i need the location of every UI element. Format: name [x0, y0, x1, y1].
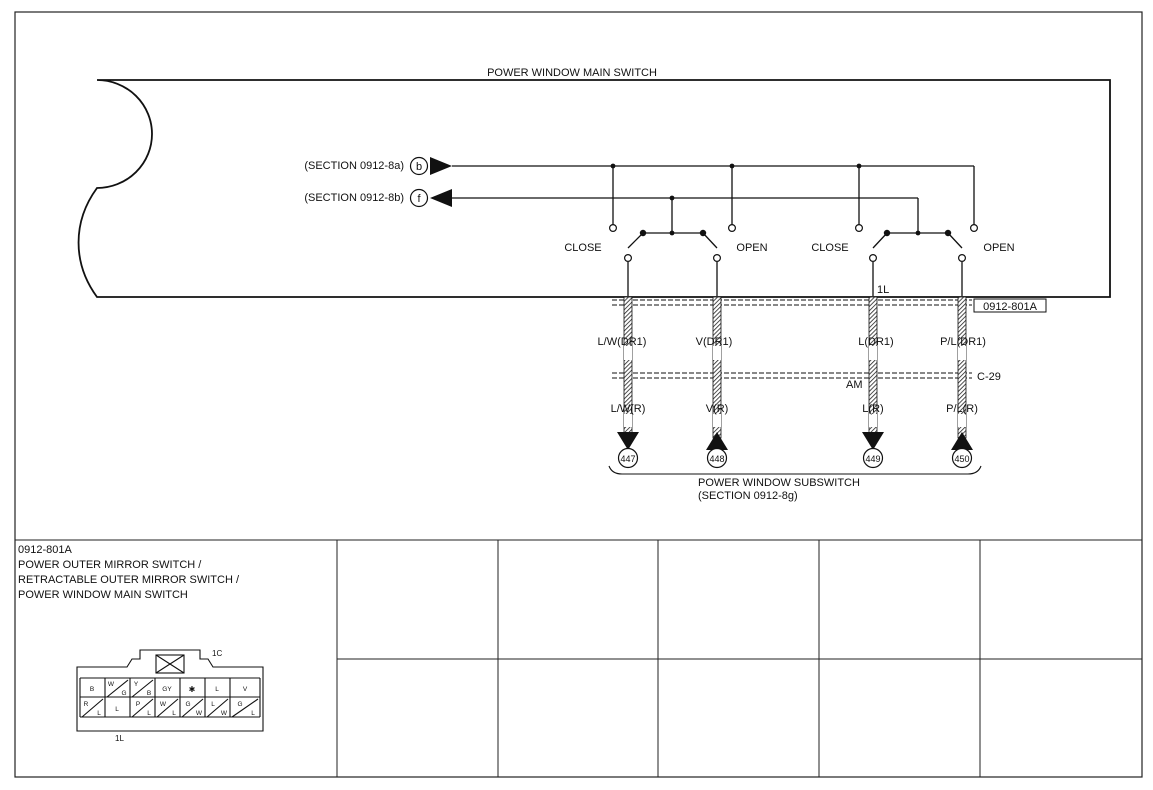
pin-color: B: [90, 686, 94, 693]
pin-color: W: [196, 710, 203, 717]
ref-449-label: 449: [865, 454, 880, 464]
pin-label-1l: 1L: [877, 284, 889, 296]
open-label-2: OPEN: [983, 242, 1014, 254]
wire-449: [862, 296, 884, 450]
pin-color: L: [211, 701, 215, 708]
ref-447-circle: [617, 447, 639, 469]
wire-450-upper-label: P/L(DR1): [940, 336, 986, 348]
pin-color: GY: [162, 686, 172, 693]
subswitch-bracket: [608, 465, 982, 475]
wire-448-lower-label: V(R): [706, 403, 729, 415]
connector-tag-1c: 1C: [212, 649, 222, 658]
pin-color: L: [251, 710, 255, 717]
pin-color: L: [97, 710, 101, 717]
main-switch-title: POWER WINDOW MAIN SWITCH: [487, 67, 657, 79]
close-label-2: CLOSE: [811, 242, 848, 254]
pin-color: W: [160, 701, 167, 708]
ref-448-circle: [706, 447, 728, 469]
wire-448: [706, 296, 728, 450]
pin-color: W: [221, 710, 228, 717]
connector-name-line-1: POWER OUTER MIRROR SWITCH /: [18, 559, 202, 571]
connector-801a-label: 0912-801A: [983, 301, 1037, 313]
pin-color: V: [243, 686, 248, 693]
ref-447-label: 447: [620, 454, 635, 464]
pin-color: L: [215, 686, 219, 693]
pin-color: G: [185, 701, 190, 708]
terminal-f-letter: f: [417, 193, 421, 205]
subswitch-title: POWER WINDOW SUBSWITCH: [698, 477, 860, 489]
terminal-f-circle: [409, 188, 429, 208]
main-switch-housing: [77, 79, 1111, 298]
subswitch-section: (SECTION 0912-8g): [698, 490, 798, 502]
connector-name-line-3: POWER WINDOW MAIN SWITCH: [18, 589, 188, 601]
connector-face: [76, 649, 264, 732]
pin-color: G: [237, 701, 242, 708]
connector-801a-box: [973, 298, 1047, 313]
section-8a-label: (SECTION 0912-8a): [304, 160, 404, 172]
pin-color: G: [121, 690, 126, 697]
ref-450-label: 450: [954, 454, 969, 464]
connector-band-upper: [612, 299, 972, 306]
connector-grid: [336, 540, 1142, 777]
wire-447: [617, 296, 639, 450]
connector-am-label: AM: [846, 379, 863, 391]
pin-color: W: [108, 681, 115, 688]
wire-447-upper-label: L/W(DR1): [598, 336, 647, 348]
junction-dots: [610, 163, 952, 237]
close-label-1: CLOSE: [564, 242, 601, 254]
wire-449-upper-label: L(DR1): [858, 336, 893, 348]
pin-color: L: [115, 706, 119, 713]
open-label-1: OPEN: [736, 242, 767, 254]
ref-448-label: 448: [709, 454, 724, 464]
terminal-b-letter: b: [416, 161, 422, 173]
ref-450-circle: [951, 447, 973, 469]
ref-449-circle: [862, 447, 884, 469]
connector-c29-label: C-29: [977, 371, 1001, 383]
wire-447-lower-label: L/W(R): [611, 403, 646, 415]
pin-color: L: [172, 710, 176, 717]
section-8b-label: (SECTION 0912-8b): [304, 192, 404, 204]
switch-network: [612, 166, 975, 296]
pin-color: R: [84, 701, 89, 708]
pin-color: Y: [134, 681, 139, 688]
wire-450-lower-label: P/L(R): [946, 403, 978, 415]
terminal-f-arrow: [430, 189, 452, 207]
connector-tag-1l: 1L: [115, 734, 124, 743]
terminal-b-circle: [409, 156, 429, 176]
wire-449-lower-label: L(R): [862, 403, 883, 415]
pin-color: L: [147, 710, 151, 717]
page-frame: [14, 11, 1143, 778]
pin-color: ✱: [189, 685, 196, 694]
connector-name-line-2: RETRACTABLE OUTER MIRROR SWITCH /: [18, 574, 240, 586]
switch-contacts: [608, 224, 978, 263]
connector-code: 0912-801A: [18, 544, 72, 556]
pin-color: B: [147, 690, 151, 697]
wire-448-upper-label: V(DR1): [696, 336, 733, 348]
terminal-b-arrow: [430, 157, 452, 175]
pin-color: P: [136, 701, 140, 708]
connector-band-lower: [612, 372, 972, 379]
wire-450: [951, 296, 973, 450]
